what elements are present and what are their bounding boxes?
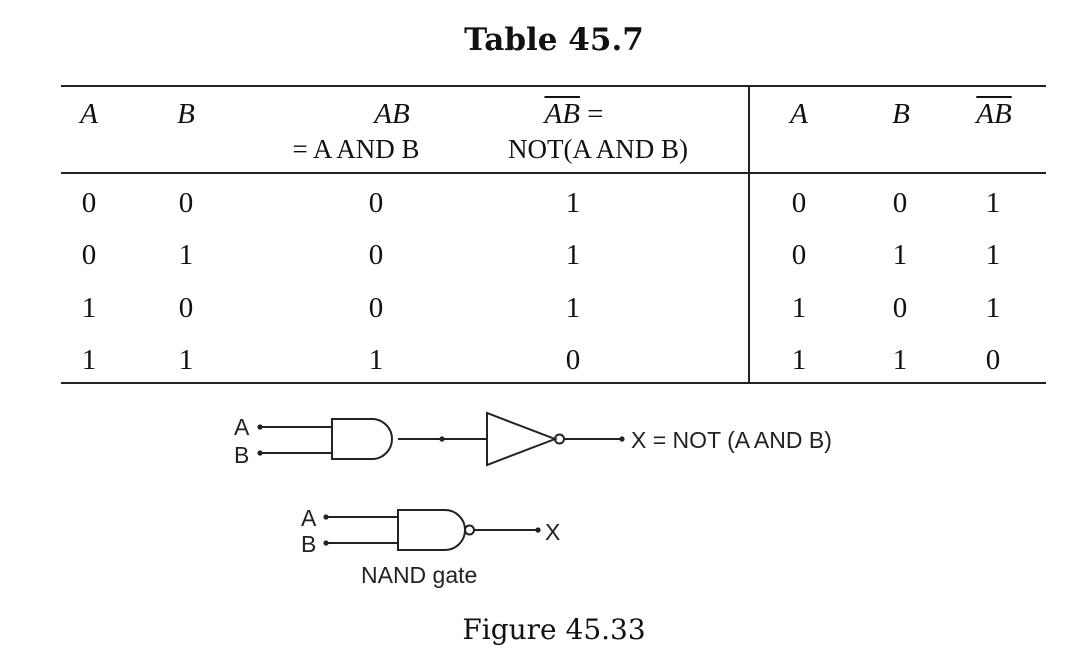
cell: 1 bbox=[791, 344, 807, 376]
cell: 0 bbox=[368, 292, 384, 324]
cell: 1 bbox=[985, 292, 1001, 324]
cell: 1 bbox=[178, 239, 194, 271]
not-gate-icon bbox=[486, 411, 558, 467]
cell: 1 bbox=[81, 344, 97, 376]
header-right-a: A bbox=[790, 98, 808, 130]
cell: 0 bbox=[791, 187, 807, 219]
terminal-dot-icon bbox=[535, 527, 541, 533]
junction-dot-icon bbox=[439, 436, 445, 442]
circuit2-output-label: X bbox=[545, 519, 560, 545]
terminal-dot-icon bbox=[619, 436, 625, 442]
table-title: Table 45.7 bbox=[464, 22, 644, 58]
circuit2-input-b-label: B bbox=[301, 531, 316, 557]
terminal-dot-icon bbox=[323, 514, 329, 520]
terminal-dot-icon bbox=[257, 450, 263, 456]
nand-gate-icon bbox=[397, 509, 466, 551]
header-nand-equals: = bbox=[579, 98, 604, 130]
header-nand: AB = bbox=[544, 100, 603, 129]
cell: 0 bbox=[81, 187, 97, 219]
and-gate-icon bbox=[331, 418, 393, 460]
cell: 1 bbox=[81, 292, 97, 324]
cell: 1 bbox=[178, 344, 194, 376]
cell: 1 bbox=[892, 344, 908, 376]
figure-caption: Figure 45.33 bbox=[462, 613, 646, 646]
nand-gate-label: NAND gate bbox=[361, 562, 477, 588]
cell: 0 bbox=[178, 292, 194, 324]
circuit1-output-label: X = NOT (A AND B) bbox=[631, 427, 832, 453]
terminal-dot-icon bbox=[257, 424, 263, 430]
circuit1-input-b-label: B bbox=[234, 442, 249, 468]
cell: 1 bbox=[368, 344, 384, 376]
cell: 0 bbox=[985, 344, 1001, 376]
cell: 1 bbox=[565, 239, 581, 271]
cell: 0 bbox=[368, 187, 384, 219]
header-a: A bbox=[80, 98, 98, 130]
header-right-nand: AB bbox=[976, 98, 1012, 130]
cell: 1 bbox=[791, 292, 807, 324]
cell: 0 bbox=[892, 292, 908, 324]
circuit1-input-a-label: A bbox=[234, 414, 250, 440]
header-b: B bbox=[177, 98, 195, 130]
cell: 1 bbox=[892, 239, 908, 271]
cell: 0 bbox=[368, 239, 384, 271]
cell: 0 bbox=[892, 187, 908, 219]
cell: 0 bbox=[791, 239, 807, 271]
header-nand-subtitle: NOT(A AND B) bbox=[508, 134, 688, 164]
cell: 1 bbox=[985, 187, 1001, 219]
cell: 1 bbox=[565, 292, 581, 324]
terminal-dot-icon bbox=[323, 540, 329, 546]
circuit2-input-a-label: A bbox=[301, 505, 317, 531]
header-ab: AB bbox=[374, 98, 410, 130]
cell: 1 bbox=[565, 187, 581, 219]
cell: 0 bbox=[81, 239, 97, 271]
header-ab-subtitle: = A AND B bbox=[292, 134, 420, 164]
cell: 0 bbox=[565, 344, 581, 376]
table-bottom-rule bbox=[61, 382, 1046, 384]
cell: 0 bbox=[178, 187, 194, 219]
cell: 1 bbox=[985, 239, 1001, 271]
header-right-b: B bbox=[892, 98, 910, 130]
table-divider-rule bbox=[748, 86, 750, 383]
table-top-rule bbox=[61, 85, 1046, 87]
header-nand-overbar: AB bbox=[544, 98, 580, 130]
table-header-rule bbox=[61, 172, 1046, 174]
nand-bubble-icon bbox=[464, 524, 475, 536]
